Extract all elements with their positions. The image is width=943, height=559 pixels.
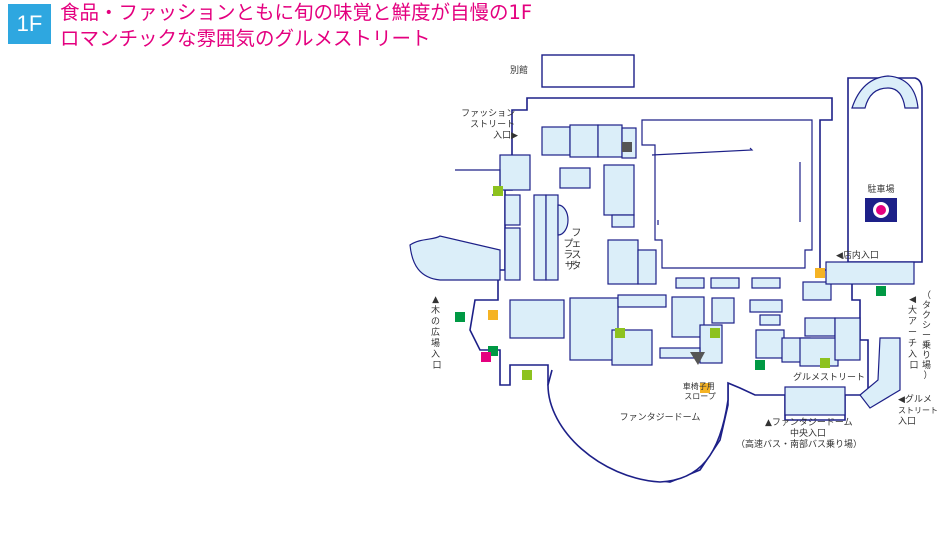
shop xyxy=(607,239,639,285)
wheelchair-ramp-label: 車椅子用 スロープ xyxy=(683,381,718,401)
shop xyxy=(799,337,839,367)
parking-ground xyxy=(825,261,915,285)
shop xyxy=(509,299,565,339)
shop xyxy=(597,124,623,158)
shop xyxy=(541,126,571,156)
annex-building xyxy=(541,54,635,88)
shop xyxy=(675,277,705,289)
elevator-icon xyxy=(522,370,532,380)
escalator xyxy=(545,194,559,281)
shop xyxy=(499,154,531,191)
elevator-icon xyxy=(820,358,830,368)
parking-label: 駐車場 xyxy=(867,183,894,195)
elevator-icon xyxy=(493,186,503,196)
shop xyxy=(802,281,832,301)
elevator-icon xyxy=(710,328,720,338)
phone-icon xyxy=(755,360,765,370)
fantasy-dome-label: ファンタジードーム xyxy=(620,412,701,423)
coffee-icon xyxy=(622,142,632,152)
fashion-entrance-label: ファッション ストリート 入口▶ xyxy=(461,109,518,141)
shop xyxy=(671,296,705,338)
gourmet-street-entrance-label: ◀グルメ ストリート 入口 xyxy=(898,393,941,427)
escalator xyxy=(533,194,547,281)
shop xyxy=(637,249,657,285)
gourmet-entrance-wing xyxy=(859,337,901,409)
shop xyxy=(603,164,635,216)
annex-label: 別館 xyxy=(510,64,528,76)
wood-plaza-wing xyxy=(409,235,501,281)
atm-icon xyxy=(481,352,491,362)
shop xyxy=(711,297,735,324)
festa-stage xyxy=(557,204,569,236)
toilet-icon xyxy=(815,268,825,278)
shop xyxy=(749,299,783,313)
shop xyxy=(611,214,635,228)
shop xyxy=(710,277,740,289)
shop xyxy=(755,329,785,359)
wood-plaza-entrance-label: ▲ 木 の 広 場 入 口 xyxy=(431,295,443,371)
shop xyxy=(569,124,599,158)
toilet-icon xyxy=(488,310,498,320)
shop xyxy=(834,317,861,361)
shop xyxy=(759,314,781,326)
store-entrance-label: ◀店内入口 xyxy=(836,249,879,261)
phone-icon xyxy=(876,286,886,296)
toilet-icon xyxy=(700,383,710,393)
shop xyxy=(751,277,781,289)
fantasy-dome-entrance-label: ▲ファンタジードーム 中央入口 （高速バス・南部バス乗り場） xyxy=(736,417,862,450)
shop xyxy=(804,317,836,337)
shop xyxy=(559,167,591,189)
shop xyxy=(504,227,521,281)
shop xyxy=(504,194,521,226)
courtyard xyxy=(641,119,813,269)
festa-plaza-label: フ ェ ス タ プ ラ ザ xyxy=(563,228,584,272)
big-arch-entrance-label: ◀ 大 ア ー チ 入 口 xyxy=(908,295,920,371)
elevator-icon xyxy=(615,328,625,338)
headline-line-2: ロマンチックな雰囲気のグルメストリート xyxy=(60,27,431,50)
parking-ramp xyxy=(851,75,919,109)
taxi-stand-label: （ タ ク シ ー 乗 り 場 ） xyxy=(922,290,934,381)
phone-icon xyxy=(488,346,498,356)
entrance-hall xyxy=(784,386,846,416)
shop xyxy=(617,294,667,308)
wheelchair-ramp-icon xyxy=(690,352,705,365)
shop xyxy=(569,297,619,361)
floor-badge: 1F xyxy=(8,4,51,44)
phone-icon xyxy=(455,312,465,322)
headline: 食品・ファッションともに旬の味覚と鮮度が自慢の1F ロマンチックな雰囲気のグルメ… xyxy=(60,0,532,52)
fantasy-dome xyxy=(547,369,729,483)
headline-line-1: 食品・ファッションともに旬の味覚と鮮度が自慢の1F xyxy=(60,1,533,24)
gourmet-street-label: グルメストリート xyxy=(793,371,865,383)
